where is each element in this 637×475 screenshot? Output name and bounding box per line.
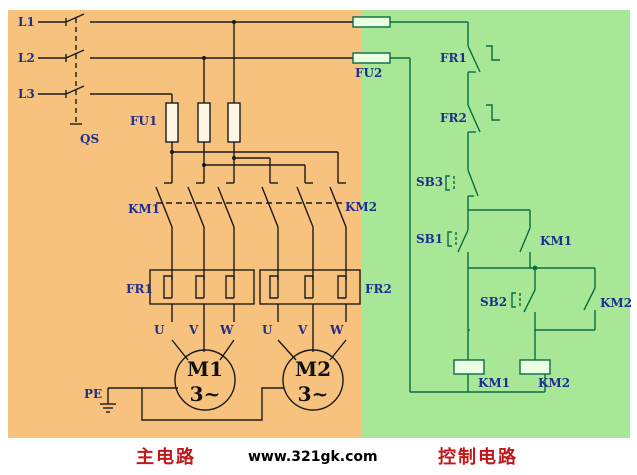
motor-m1-phase: 3~ [190,382,221,406]
motor-m2-name: M2 [295,357,331,381]
control-junction [532,265,538,271]
label-l2: L2 [18,51,35,65]
control-contacts [445,45,596,313]
label-fr1-main: FR1 [126,282,153,296]
label-km2-coil: KM2 [538,376,570,390]
label-km2-main: KM2 [345,200,377,214]
main-circuit-panel [8,10,361,438]
caption-website: www.321gk.com [248,449,378,465]
label-l3: L3 [18,87,35,101]
control-coils [453,359,551,375]
label-km1-coil: KM1 [478,376,510,390]
label-u1: U [154,323,165,337]
fr1-contact [467,45,481,73]
label-w2: W [329,323,344,337]
main-junctions [170,20,236,167]
motor-m2-phase: 3~ [298,382,329,406]
label-sb3: SB3 [416,175,443,189]
fu1-fuses [165,102,241,143]
label-fu2: FU2 [355,66,382,80]
caption-control-circuit: 控制电路 [438,447,518,468]
label-fu1: FU1 [130,114,157,128]
label-l1: L1 [18,15,35,29]
label-u2: U [262,323,273,337]
label-km1-main: KM1 [128,202,160,216]
fu2-fuses [352,16,391,64]
control-circuit-panel [361,10,630,438]
caption-main-circuit: 主电路 [136,447,196,468]
label-qs: QS [80,132,99,146]
label-v2: V [297,323,308,337]
label-sb2: SB2 [480,295,507,309]
label-km1-aux: KM1 [540,234,572,248]
label-sb1: SB1 [416,232,443,246]
label-km2-aux: KM2 [600,296,632,310]
control-circuit-wiring [390,21,596,393]
label-pe: PE [84,387,102,401]
label-fr2-main: FR2 [365,282,392,296]
label-fr2-ctrl: FR2 [440,111,467,125]
label-fr1-ctrl: FR1 [440,51,467,65]
label-w1: W [219,323,234,337]
motor-m1-name: M1 [187,357,223,381]
label-v1: V [188,323,199,337]
